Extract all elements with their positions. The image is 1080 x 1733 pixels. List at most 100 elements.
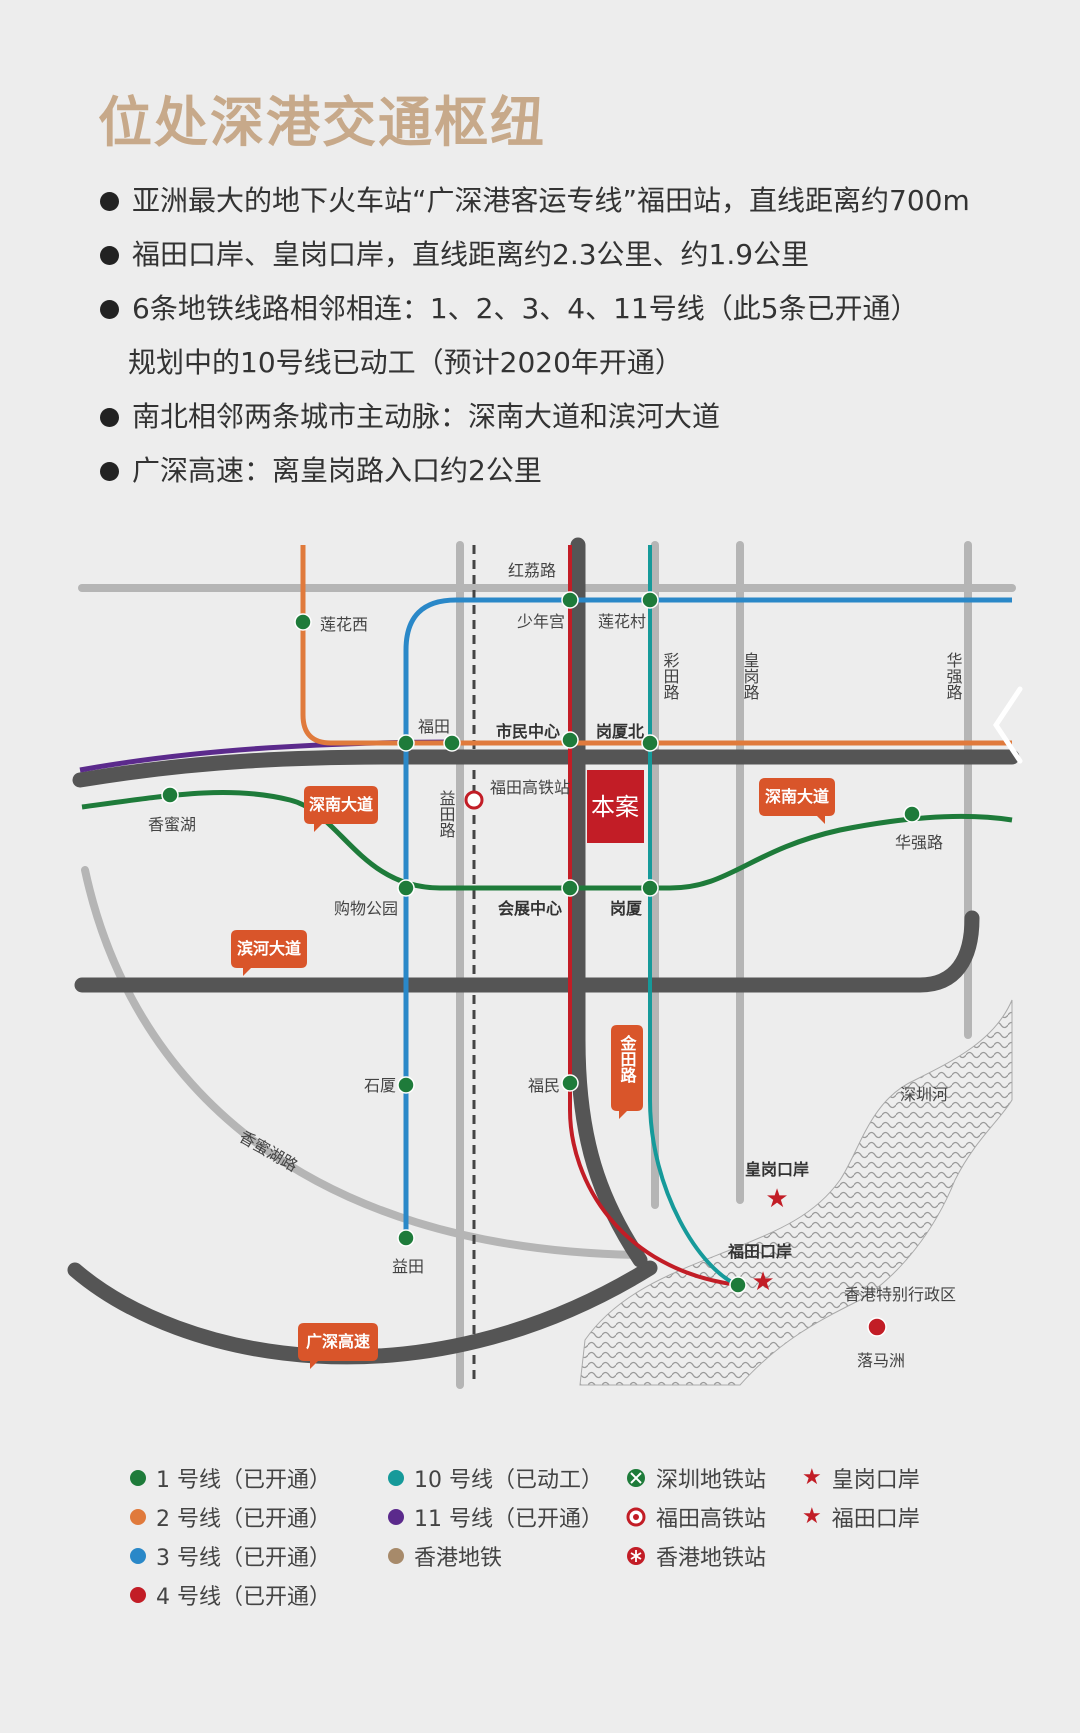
station-futian: [397, 734, 415, 752]
label-shiminzhongxin: 市民中心: [496, 722, 560, 741]
legend-label: 福田口岸: [831, 1507, 920, 1532]
legend-swatch: [130, 1548, 146, 1564]
label-huaqianglu: 华强路: [895, 833, 943, 852]
station-gangxiabei: [641, 734, 659, 752]
bullet-dot-icon: [100, 408, 119, 427]
bullet-text: 广深高速：离皇岗路入口约2公里: [132, 454, 542, 487]
legend-line-11: 11 号线（已开通）: [388, 1501, 603, 1533]
legend-label: 2 号线（已开通）: [156, 1507, 331, 1532]
tag-binhe: 滨河大道: [237, 939, 301, 958]
label-xiangmihu: 香蜜湖: [148, 815, 196, 834]
station-huizhanzhongxin: [561, 879, 579, 897]
station-futian-port: [729, 1276, 747, 1294]
road-xiangmihu: 香蜜湖路: [236, 1127, 301, 1175]
metro-station-icon: [627, 1469, 645, 1487]
legend-swatch: [130, 1509, 146, 1525]
project-marker: [587, 770, 644, 843]
legend-label: 深圳地铁站: [656, 1468, 767, 1493]
station-huaqianglu: [903, 805, 921, 823]
legend-label: 3 号线（已开通）: [156, 1546, 331, 1571]
road-huaqiang: 华强路: [944, 652, 963, 700]
bullet-dot-icon: [100, 462, 119, 481]
project-label: 本案: [591, 793, 639, 821]
label-gangxia: 岗厦: [610, 899, 643, 918]
legend-label: 1 号线（已开通）: [156, 1468, 331, 1493]
label-futian: 福田: [418, 717, 450, 736]
station-lianhuaxi: [294, 613, 312, 631]
station-fumin: [561, 1074, 579, 1092]
legend-huanggang-port: ★ 皇岗口岸: [802, 1462, 920, 1494]
tag-shennan-right: 深南大道: [765, 787, 829, 806]
legend-futian-port: ★ 福田口岸: [802, 1501, 920, 1533]
metro-stations: [161, 591, 921, 1294]
metro-line-4: [568, 545, 739, 1287]
legend-line-2: 2 号线（已开通）: [130, 1501, 331, 1533]
legend-hk-station: 香港地铁站: [626, 1540, 766, 1572]
star-icon: ★: [802, 1504, 822, 1529]
label-hk-sar: 香港特别行政区: [844, 1285, 956, 1304]
tag-guangshen: 广深高速: [306, 1332, 370, 1351]
legend-swatch: [130, 1587, 146, 1603]
legend-hsr-station: 福田高铁站: [626, 1501, 766, 1533]
legend-sz-station: 深圳地铁站: [626, 1462, 766, 1494]
next-chevron-icon[interactable]: [990, 685, 1030, 765]
bullet-item: 广深高速：离皇岗路入口约2公里: [98, 444, 1058, 498]
bullet-item: 福田口岸、皇岗口岸，直线距离约2.3公里、约1.9公里: [98, 228, 1058, 282]
label-futian-port: 福田口岸: [727, 1242, 792, 1261]
station-gouwugongyuan: [397, 879, 415, 897]
station-futian-2: [443, 734, 461, 752]
label-luomazhou: 落马洲: [857, 1351, 905, 1370]
station-yitian: [397, 1229, 415, 1247]
legend-swatch: [388, 1548, 404, 1564]
label-shixia: 石厦: [364, 1076, 396, 1095]
futian-port-star-icon: ★: [751, 1267, 774, 1297]
legend-line-1: 1 号线（已开通）: [130, 1462, 331, 1494]
star-icon: ★: [802, 1465, 822, 1490]
bullet-item: 6条地铁线路相邻相连：1、2、3、4、11号线（此5条已开通）: [98, 282, 1058, 336]
legend-label: 4 号线（已开通）: [156, 1585, 331, 1610]
bullet-dot-icon: [100, 300, 119, 319]
label-lianhuacun: 莲花村: [598, 612, 646, 631]
feature-list: 亚洲最大的地下火车站“广深港客运专线”福田站，直线距离约700m 福田口岸、皇岗…: [98, 174, 1058, 498]
road-yitian: 益田路: [437, 790, 456, 838]
station-shixia: [397, 1076, 415, 1094]
legend-line-3: 3 号线（已开通）: [130, 1540, 331, 1572]
metro-line-10: [648, 545, 739, 1287]
legend-line-4: 4 号线（已开通）: [130, 1579, 331, 1611]
label-lianhuaxi: 莲花西: [320, 615, 368, 634]
page-title: 位处深港交通枢纽: [98, 91, 546, 154]
road-huanggang: 皇岗路: [741, 652, 760, 700]
bullet-text: 规划中的10号线已动工（预计2020年开通）: [128, 346, 683, 379]
label-gangxiabei: 岗厦北: [596, 722, 644, 741]
legend-swatch: [388, 1470, 404, 1486]
metro-line-3: [403, 597, 1012, 1245]
metro-line-1: [81, 789, 1013, 891]
legend-label: 香港地铁站: [656, 1546, 767, 1571]
bullet-dot-icon: [100, 246, 119, 265]
huanggang-port-star-icon: ★: [765, 1184, 788, 1214]
hsr-station-icon: [626, 1507, 646, 1527]
hsr-station-icon: [464, 790, 484, 810]
bullet-item: 南北相邻两条城市主动脉：深南大道和滨河大道: [98, 390, 1058, 444]
legend-line-10: 10 号线（已动工）: [388, 1462, 603, 1494]
legend-hk-metro: 香港地铁: [388, 1540, 502, 1572]
station-gangxia: [641, 879, 659, 897]
label-futian-hsr: 福田高铁站: [490, 778, 570, 797]
station-lianhuacun: [641, 591, 659, 609]
legend-label: 福田高铁站: [656, 1507, 767, 1532]
bullet-item: 亚洲最大的地下火车站“广深港客运专线”福田站，直线距离约700m: [98, 174, 1058, 228]
bullet-item-continued: 规划中的10号线已动工（预计2020年开通）: [98, 336, 1058, 390]
tag-shennan-left: 深南大道: [309, 795, 373, 814]
legend-label: 皇岗口岸: [831, 1468, 920, 1493]
hk-metro-station-icon: [627, 1547, 645, 1565]
station-shaoniangong: [561, 591, 579, 609]
road-tags: [231, 778, 835, 1369]
bullet-text: 6条地铁线路相邻相连：1、2、3、4、11号线（此5条已开通）: [132, 292, 919, 325]
label-shaoniangong: 少年宫: [517, 612, 565, 631]
hk-metro-station-icon: [867, 1317, 887, 1337]
label-huizhanzhongxin: 会展中心: [498, 899, 562, 918]
label-huanggang-port: 皇岗口岸: [745, 1160, 809, 1179]
legend-label: 香港地铁: [414, 1546, 503, 1571]
